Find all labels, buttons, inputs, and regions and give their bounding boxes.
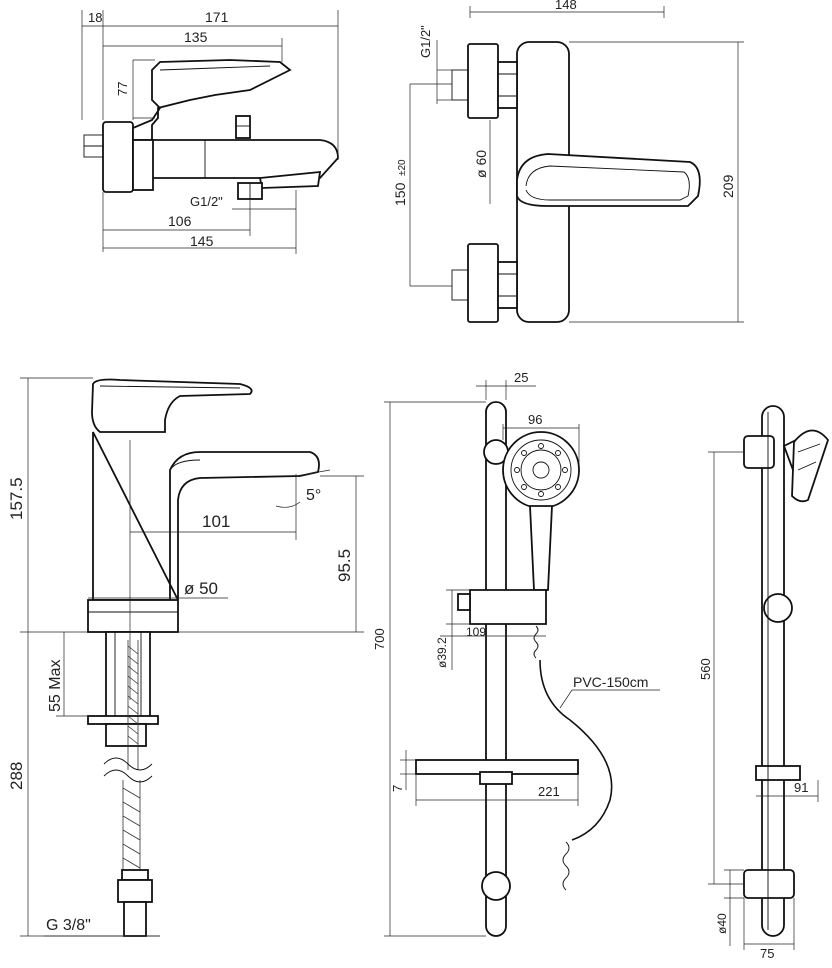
connection-g38: G 3/8" xyxy=(46,917,91,934)
bath-mixer-front-view: 148 G1/2" ø 60 150 ±20 209 xyxy=(392,0,744,323)
dim-95-5: 95.5 xyxy=(335,549,354,582)
diameter-39-2: ø39.2 xyxy=(435,637,449,668)
diameter-40: ø40 xyxy=(715,913,729,934)
dim-700: 700 xyxy=(372,628,387,650)
dim-560: 560 xyxy=(698,658,713,680)
dim-221: 221 xyxy=(538,784,560,799)
dim-288: 288 xyxy=(7,762,26,790)
dim-145: 145 xyxy=(190,233,214,249)
dim-150: 150 xyxy=(392,182,408,206)
tolerance: ±20 xyxy=(397,159,408,176)
shower-set-front-view: 25 96 700 109 ø39.2 PVC-150cm 7 221 xyxy=(372,370,660,937)
rail-side-view: 560 91 ø40 75 xyxy=(698,405,830,961)
bath-mixer-side-view: 18 171 135 77 G1/2" 106 145 xyxy=(81,9,339,254)
angle-5: 5° xyxy=(306,487,321,504)
dim-7: 7 xyxy=(390,785,405,792)
dim-96: 96 xyxy=(528,412,542,427)
dim-135: 135 xyxy=(184,29,208,45)
dim-25: 25 xyxy=(514,370,528,385)
dim-101: 101 xyxy=(202,512,230,531)
dim-209: 209 xyxy=(720,174,736,198)
dim-171: 171 xyxy=(205,9,229,25)
diameter-50: ø 50 xyxy=(184,579,218,598)
thread-label: G1/2" xyxy=(190,194,223,209)
basin-mixer-view: 157.5 101 5° 95.5 ø 50 55 Max 288 G 3/8" xyxy=(7,377,364,937)
dim-157-5: 157.5 xyxy=(7,477,26,520)
diameter-60: ø 60 xyxy=(473,150,489,178)
dim-91: 91 xyxy=(794,780,808,795)
dim-77: 77 xyxy=(115,82,130,96)
hose-label: PVC-150cm xyxy=(573,674,648,690)
dim-148: 148 xyxy=(555,0,577,12)
dim-109: 109 xyxy=(466,625,486,639)
dim-55-max: 55 Max xyxy=(47,660,64,712)
thread-label-front: G1/2" xyxy=(418,25,433,58)
dim-75: 75 xyxy=(760,946,774,961)
dim-18: 18 xyxy=(88,10,102,25)
dim-106: 106 xyxy=(168,213,192,229)
